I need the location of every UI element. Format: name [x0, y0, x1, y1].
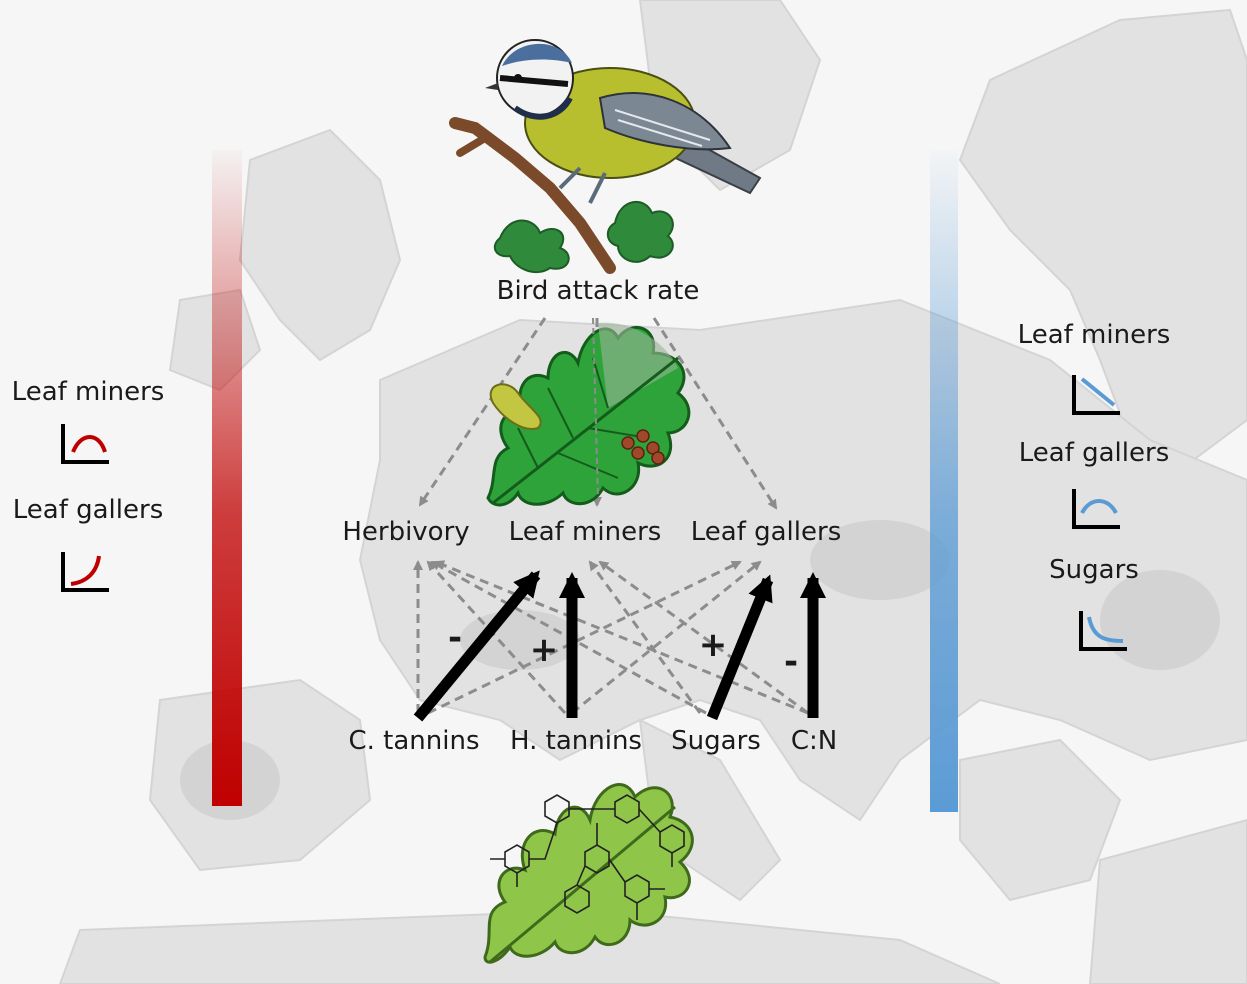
bird-attack-rate-label: Bird attack rate	[496, 276, 700, 306]
oak-leaf-icon	[486, 317, 691, 507]
right-leaf-gallers-label: Leaf gallers	[1018, 438, 1170, 468]
left-leaf-miners-label: Leaf miners	[11, 377, 165, 407]
cn-label: C:N	[790, 726, 838, 756]
decaying-curve-blue-icon	[1079, 611, 1127, 651]
declining-line-blue-icon	[1072, 375, 1120, 415]
dashed-arrow-ht-herbivory	[426, 560, 567, 715]
rising-curve-red-icon	[61, 552, 109, 592]
bold-arrow-sugars-gallers	[706, 574, 774, 721]
sign-ct-miners: -	[447, 618, 463, 658]
leaf-miners-label: Leaf miners	[508, 517, 662, 547]
h-tannins-label: H. tannins	[510, 726, 642, 756]
dashed-arrow-ht-gallers	[571, 560, 762, 715]
left-leaf-gallers-label: Leaf gallers	[12, 495, 164, 525]
dashed-arrow-sugars-miners	[588, 560, 702, 714]
right-sugars-label: Sugars	[1049, 555, 1139, 585]
blue-tit-icon	[449, 39, 762, 274]
sign-ht-miners: +	[529, 630, 559, 670]
herbivory-label: Herbivory	[342, 517, 470, 547]
latitude-bar-red	[212, 150, 242, 806]
hump-curve-red-icon	[61, 424, 109, 464]
dashed-arrow-bird-gallers	[652, 317, 778, 510]
bold-arrow-ct-miners	[413, 570, 541, 722]
dashed-arrow-ct-gallers	[427, 560, 742, 715]
dashed-arrow-cn-herbivory	[434, 560, 809, 715]
dashed-arrow-bird-herbivory	[418, 317, 547, 507]
sign-cn-gallers: -	[783, 642, 799, 682]
leaf-gallers-label: Leaf gallers	[690, 517, 842, 547]
latitude-bar-blue	[930, 150, 958, 812]
right-leaf-miners-label: Leaf miners	[1017, 320, 1171, 350]
dashed-arrow-cn-miners	[598, 560, 809, 715]
oak-leaf-chemistry-icon	[483, 783, 694, 964]
hump-curve-blue-icon	[1072, 489, 1120, 529]
c-tannins-label: C. tannins	[348, 726, 480, 756]
sign-sugars-gallers: +	[698, 625, 728, 665]
sugars-label: Sugars	[671, 726, 761, 756]
